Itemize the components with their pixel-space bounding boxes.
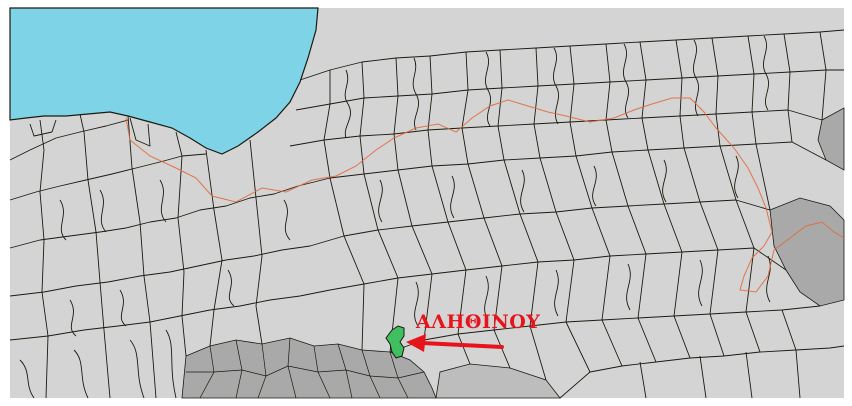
highlighted-municipality[interactable] <box>385 325 405 359</box>
municipal-borders <box>9 29 845 399</box>
region-east-dark <box>817 107 845 171</box>
sea-area <box>9 7 319 155</box>
south-dark-subdivisions <box>186 337 425 399</box>
route-line <box>125 97 845 293</box>
highlight-label: ΑΛΗΘΙΝΟΥ <box>416 311 541 333</box>
arrow-left-icon <box>406 334 504 352</box>
